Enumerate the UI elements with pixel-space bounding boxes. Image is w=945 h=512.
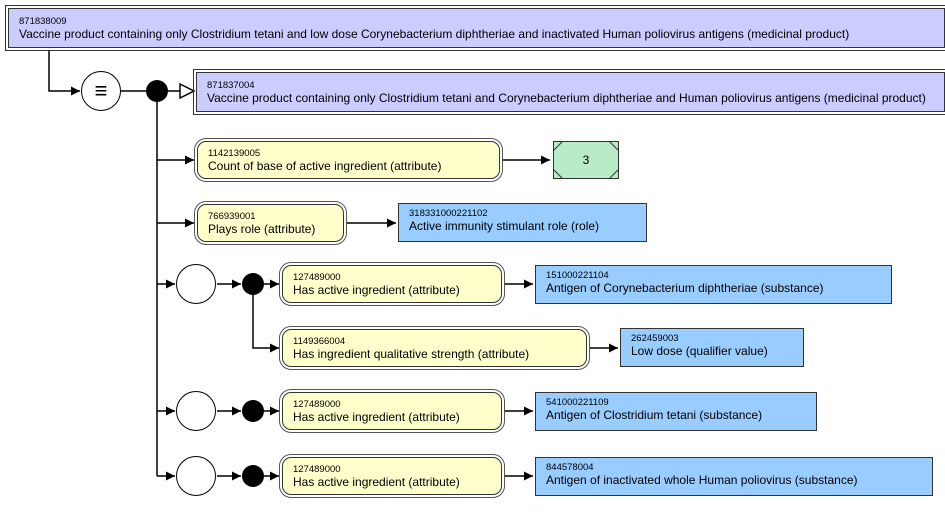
value-sctid: 844578004: [546, 462, 594, 473]
is-a-arrowhead-icon: [179, 82, 196, 100]
definition-junction: [146, 80, 168, 102]
value-term: Antigen of inactivated whole Human polio…: [546, 473, 858, 487]
value-antigen-poliovirus[interactable]: 844578004 Antigen of inactivated whole H…: [535, 457, 933, 496]
attribute-count-of-base[interactable]: 1142139005 Count of base of active ingre…: [194, 138, 503, 182]
concrete-value-corners-icon: [553, 141, 619, 179]
connector-group-1-attr-2: [252, 295, 279, 353]
value-term: Antigen of Clostridium tetani (substance…: [546, 408, 763, 422]
value-antigen-clostridium-tetani[interactable]: 541000221109 Antigen of Clostridium teta…: [535, 392, 817, 431]
value-sctid: 318331000221102: [409, 208, 488, 219]
concrete-value[interactable]: 3: [553, 141, 619, 179]
attribute-term: Has ingredient qualitative strength (att…: [293, 347, 530, 361]
role-group-3: [176, 456, 216, 496]
attribute-term: Has active ingredient (attribute): [293, 475, 460, 489]
parent-concept-term: Vaccine product containing only Clostrid…: [207, 91, 926, 105]
attribute-sctid: 1142139005: [208, 148, 261, 159]
value-antigen-corynebacterium[interactable]: 151000221104 Antigen of Corynebacterium …: [535, 265, 892, 304]
role-group-2: [176, 391, 216, 431]
value-term: Low dose (qualifier value): [631, 344, 768, 358]
attribute-has-active-ingredient[interactable]: 127489000 Has active ingredient (attribu…: [279, 454, 505, 498]
attribute-has-active-ingredient[interactable]: 127489000 Has active ingredient (attribu…: [279, 389, 505, 433]
attribute-sctid: 766939001: [208, 211, 256, 222]
attribute-sctid: 127489000: [293, 272, 341, 283]
attribute-has-ingredient-qualitative-strength[interactable]: 1149366004 Has ingredient qualitative st…: [279, 326, 590, 370]
attribute-term: Has active ingredient (attribute): [293, 410, 460, 424]
connector-focus-definition: [48, 50, 80, 96]
attribute-sctid: 127489000: [293, 464, 341, 475]
value-active-immunity-role[interactable]: 318331000221102 Active immunity stimulan…: [398, 203, 647, 242]
concrete-value-text: 3: [582, 153, 590, 167]
role-group-1: [176, 264, 216, 304]
value-term: Active immunity stimulant role (role): [409, 219, 600, 233]
value-sctid: 151000221104: [546, 270, 609, 281]
parent-concept[interactable]: 871837004 Vaccine product containing onl…: [193, 69, 945, 115]
attribute-term: Has active ingredient (attribute): [293, 283, 460, 297]
attribute-sctid: 1149366004: [293, 336, 346, 347]
attribute-has-active-ingredient[interactable]: 127489000 Has active ingredient (attribu…: [279, 262, 505, 306]
attribute-term: Count of base of active ingredient (attr…: [208, 159, 442, 173]
role-group-1-junction: [242, 273, 264, 295]
attribute-sctid: 127489000: [293, 399, 341, 410]
role-group-2-junction: [242, 400, 264, 422]
role-group-3-junction: [242, 465, 264, 487]
value-sctid: 262459003: [631, 333, 679, 344]
value-sctid: 541000221109: [546, 397, 609, 408]
value-low-dose[interactable]: 262459003 Low dose (qualifier value): [620, 328, 804, 367]
equivalence-icon: ≡: [81, 71, 121, 111]
attribute-plays-role[interactable]: 766939001 Plays role (attribute): [194, 201, 347, 245]
parent-concept-sctid: 871837004: [207, 80, 255, 91]
focus-concept[interactable]: 871838009 Vaccine product containing onl…: [5, 5, 945, 51]
focus-concept-sctid: 871838009: [19, 16, 67, 27]
focus-concept-term: Vaccine product containing only Clostrid…: [19, 27, 850, 41]
attribute-term: Plays role (attribute): [208, 222, 316, 236]
value-term: Antigen of Corynebacterium diphtheriae (…: [546, 281, 824, 295]
